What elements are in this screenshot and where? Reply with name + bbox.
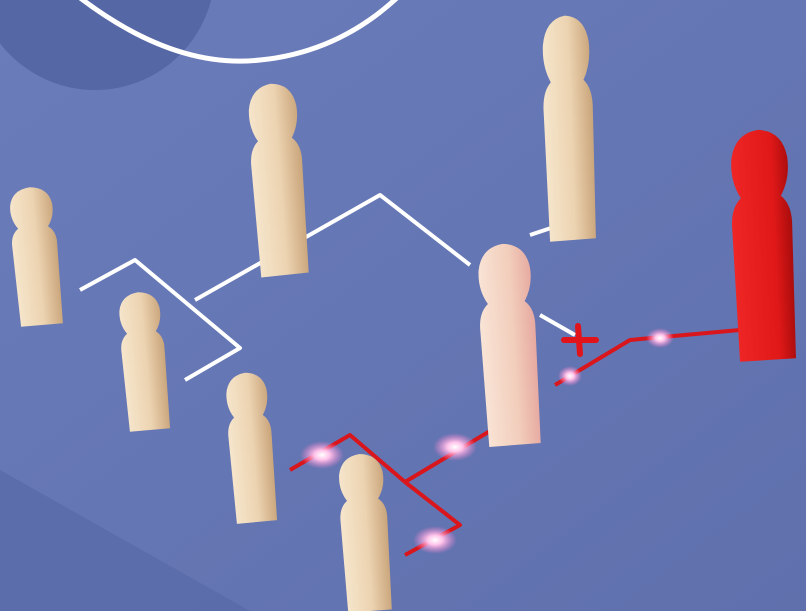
red-figure [728,128,798,362]
wooden-figure-top-right [540,14,598,242]
